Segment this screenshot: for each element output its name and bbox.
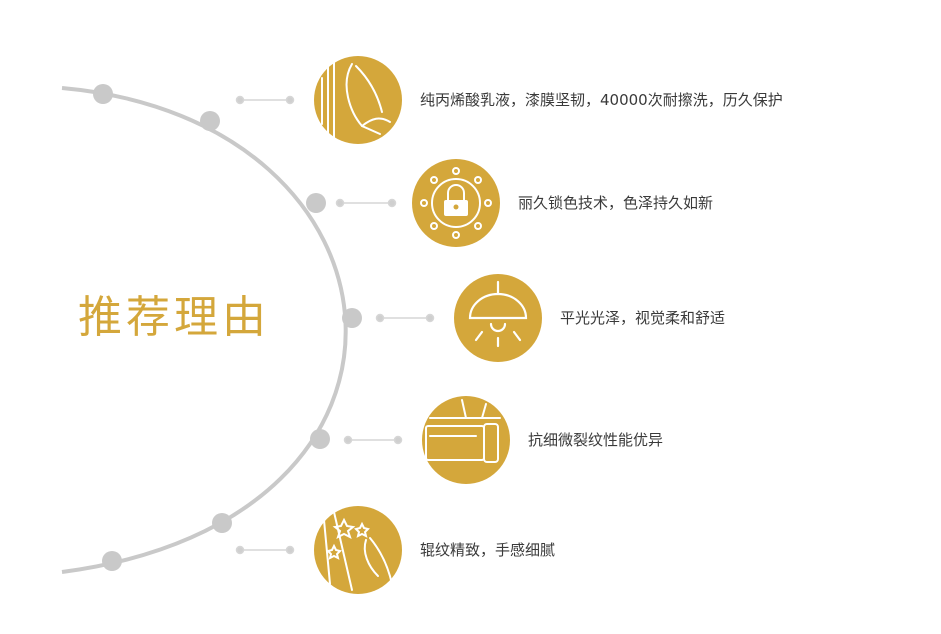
reason-text-4: 辊纹精致，手感细腻	[420, 541, 556, 559]
crack-roller-icon	[422, 396, 510, 484]
lock-icon	[412, 159, 500, 247]
connector-1	[335, 198, 397, 208]
reason-text-0: 纯丙烯酸乳液，漆膜坚韧，40000次耐擦洗，历久保护	[420, 91, 783, 109]
arc-dot	[200, 111, 220, 131]
item-3-arc-dot	[310, 429, 330, 449]
connector-4	[235, 545, 295, 555]
connector-3	[343, 435, 403, 445]
arc-dot	[102, 551, 122, 571]
ceiling-lamp-icon	[454, 274, 542, 362]
connector-2	[375, 313, 435, 323]
item-2-arc-dot	[342, 308, 362, 328]
item-1-arc-dot	[306, 193, 326, 213]
hand-touching-wall-icon	[314, 506, 402, 594]
reason-text-1: 丽久锁色技术，色泽持久如新	[518, 194, 714, 212]
connector-0	[235, 95, 295, 105]
reason-text-2: 平光光泽，视觉柔和舒适	[560, 309, 726, 327]
arc-dot	[93, 84, 113, 104]
arc-dot	[212, 513, 232, 533]
page-title: 推荐理由	[78, 292, 270, 343]
hand-wiping-wall-icon	[314, 56, 402, 144]
reason-text-3: 抗细微裂纹性能优异	[528, 431, 664, 449]
